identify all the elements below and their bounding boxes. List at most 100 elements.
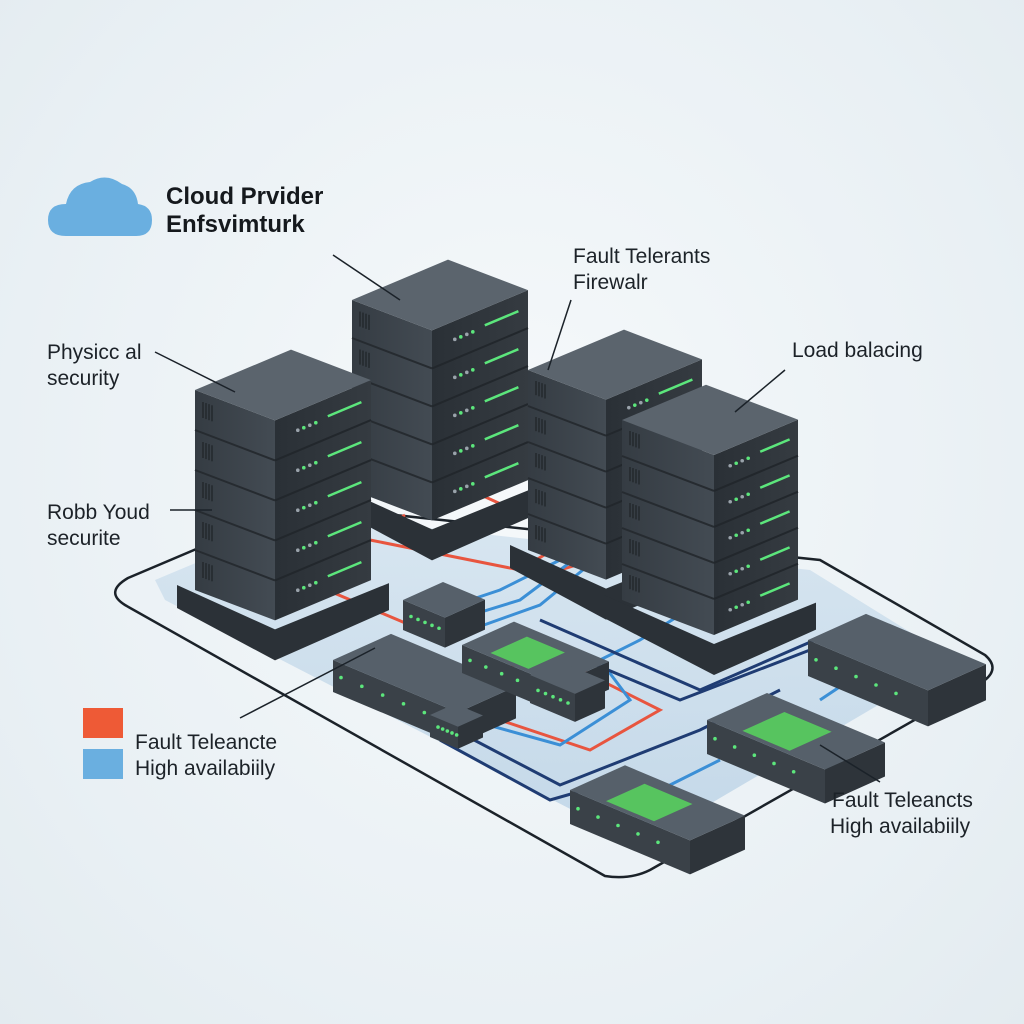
router-small-front bbox=[530, 675, 575, 722]
patch-panel-right-port-led bbox=[834, 666, 838, 670]
server-tower-left-led bbox=[296, 548, 300, 553]
router-top-port-led bbox=[409, 614, 413, 619]
router-tiny-top bbox=[430, 703, 483, 727]
switch-bottom-port-led bbox=[616, 823, 620, 828]
router-small-port-led bbox=[536, 688, 540, 693]
server-tower-right-led bbox=[740, 530, 744, 535]
server-tower-back-front-face bbox=[432, 290, 528, 521]
router-top-port-led bbox=[437, 626, 441, 631]
server-tower-left-led bbox=[296, 508, 300, 513]
switch-right-center-port-led bbox=[772, 761, 776, 766]
server-tower-back-top bbox=[352, 259, 528, 331]
server-tower-back-led-strip bbox=[484, 424, 519, 441]
callout-robb-youd-line-1: Robb Youd bbox=[47, 501, 150, 524]
router-tiny-port-led bbox=[440, 727, 445, 731]
legend-swatch-fault bbox=[83, 708, 123, 738]
server-tower-left-left-face bbox=[195, 390, 275, 621]
server-tower-left-led bbox=[302, 585, 306, 590]
server-tower-left bbox=[177, 349, 389, 661]
server-tower-right-led bbox=[746, 564, 750, 569]
server-tower-right-left-face bbox=[622, 420, 714, 635]
server-tower-right-top bbox=[622, 384, 798, 455]
server-tower-right-led bbox=[734, 461, 738, 466]
switch-center-port-led bbox=[468, 658, 472, 663]
server-tower-left-led bbox=[302, 505, 306, 510]
switch-right-center-port-led bbox=[752, 753, 757, 758]
callout-bottom-right-line-1: Fault Teleancts bbox=[832, 789, 973, 812]
switch-large-left-port-led bbox=[422, 710, 427, 715]
switch-large-left-port-led bbox=[360, 684, 364, 689]
server-tower-back-led bbox=[465, 408, 469, 413]
server-tower-back-led bbox=[459, 411, 463, 415]
router-tiny-side bbox=[458, 715, 483, 749]
server-tower-left-led-strip bbox=[327, 520, 362, 538]
server-tower-right-led bbox=[740, 566, 744, 571]
server-tower-back-led-strip bbox=[484, 310, 519, 327]
server-tower-right-led bbox=[728, 463, 732, 468]
server-tower-left-top bbox=[195, 349, 371, 421]
callout-robb-youd: Robb Youd securite bbox=[47, 500, 150, 552]
server-tower-right-led bbox=[740, 494, 744, 499]
callout-load-balancing: Load balacing bbox=[792, 338, 923, 364]
switch-bottom-port-led bbox=[596, 815, 600, 819]
server-tower-back-led bbox=[453, 489, 457, 494]
switch-right-center-front bbox=[707, 720, 825, 804]
server-tower-left-front-face bbox=[275, 380, 371, 621]
patch-panel-right-port-led bbox=[814, 658, 818, 662]
router-top-top bbox=[403, 582, 485, 618]
switch-bottom-screen bbox=[606, 783, 693, 822]
patch-panel-right-port-led bbox=[894, 691, 898, 696]
server-tower-left-led bbox=[308, 583, 312, 588]
switch-bottom-port-led bbox=[656, 840, 660, 845]
server-tower-back-led bbox=[471, 406, 475, 410]
server-tower-back-led-strip bbox=[484, 348, 519, 365]
patch-panel-right-top bbox=[808, 613, 986, 691]
server-tower-right-back-led bbox=[639, 400, 643, 405]
server-tower-left-led-strip bbox=[327, 560, 362, 578]
server-tower-left-led bbox=[302, 425, 306, 430]
page-title: Cloud Prvider Enfsvimturk bbox=[166, 183, 323, 239]
server-tower-right-back-led bbox=[645, 398, 649, 402]
router-small-top bbox=[530, 661, 605, 694]
server-tower-left-led bbox=[314, 460, 318, 465]
server-tower-right bbox=[604, 384, 816, 675]
switch-center-port-led bbox=[499, 671, 504, 676]
server-tower-back-led bbox=[471, 482, 475, 486]
switch-center-screen bbox=[490, 636, 565, 669]
server-tower-right-led bbox=[746, 492, 750, 497]
server-tower-back-led bbox=[471, 444, 475, 448]
server-tower-right-led bbox=[734, 569, 738, 574]
switch-right-center-port-led bbox=[732, 745, 737, 749]
server-tower-right-led bbox=[734, 605, 738, 610]
router-top-port-led bbox=[416, 617, 420, 622]
cloud-icon bbox=[48, 177, 152, 236]
server-tower-left-led bbox=[302, 465, 306, 470]
server-tower-left-led bbox=[308, 503, 312, 508]
callout-physical-security-line-1: Physicc al bbox=[47, 341, 142, 364]
server-tower-left-led-strip bbox=[327, 440, 362, 458]
server-tower-right-back-led bbox=[627, 405, 631, 410]
server-tower-back-plinth bbox=[334, 483, 546, 561]
router-tiny-port-led bbox=[436, 725, 440, 729]
router-tiny-port-led bbox=[454, 733, 459, 737]
server-tower-right-back-left-face bbox=[528, 370, 606, 580]
title-line-1: Cloud Prvider bbox=[166, 183, 324, 210]
server-tower-back-led bbox=[471, 330, 475, 334]
leader-lines bbox=[154, 254, 881, 783]
router-tiny-port-led bbox=[445, 729, 450, 733]
server-tower-left-led bbox=[296, 468, 300, 473]
callout-load-balancing-line-1: Load balacing bbox=[792, 339, 923, 362]
patch-panel-right-front bbox=[808, 640, 928, 727]
server-tower-right-back-led bbox=[633, 403, 637, 407]
server-tower-left-plinth bbox=[177, 583, 389, 661]
router-small-port-led bbox=[551, 694, 555, 699]
patch-panel-right bbox=[808, 613, 986, 727]
router-top-port-led bbox=[423, 620, 427, 625]
server-tower-right-led bbox=[746, 528, 750, 533]
router-small-side bbox=[575, 680, 605, 722]
server-tower-back-led bbox=[453, 413, 457, 418]
server-tower-back-led bbox=[459, 335, 463, 339]
router-top-side bbox=[445, 599, 485, 648]
server-tower-left-led bbox=[308, 543, 312, 548]
server-tower-back-led bbox=[465, 484, 469, 489]
